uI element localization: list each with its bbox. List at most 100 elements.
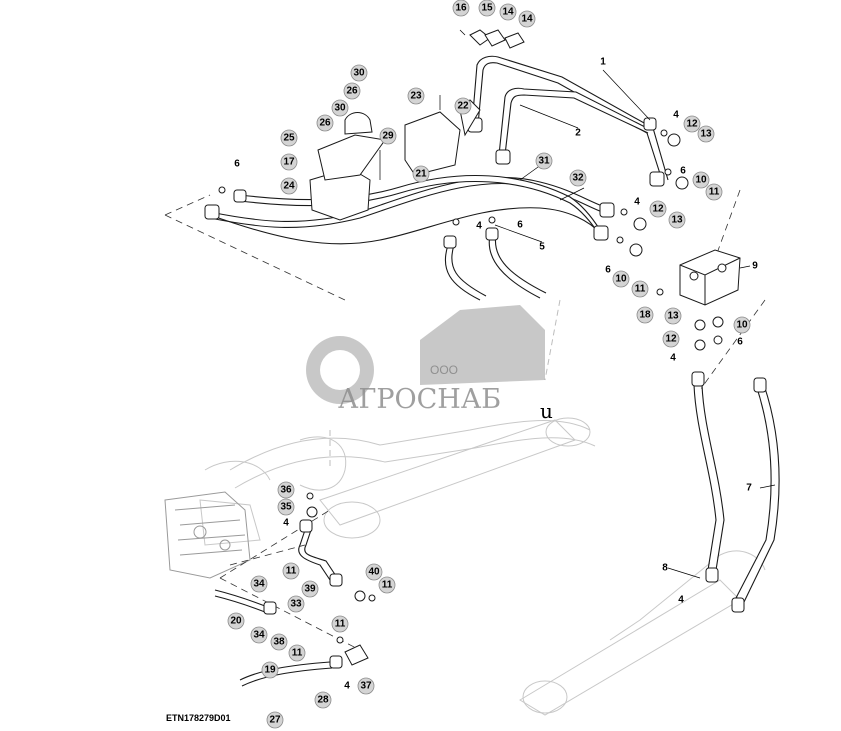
callout-30: 30 (350, 64, 368, 82)
label-4: 4 (670, 353, 676, 364)
callout-10: 10 (692, 171, 710, 189)
callout-label: 13 (671, 215, 683, 226)
callout-label: 36 (280, 485, 292, 496)
callout-label: 12 (686, 119, 698, 130)
callout-label: 24 (283, 181, 295, 192)
callout-label: 15 (481, 3, 493, 14)
callout-label: 19 (264, 665, 276, 676)
callout-17: 17 (280, 153, 298, 171)
callout-label: 11 (635, 284, 646, 295)
label-6: 6 (680, 166, 686, 177)
callout-label: 40 (368, 567, 380, 578)
lower-hoses (214, 519, 369, 687)
callout-label: 14 (521, 14, 533, 25)
hose-fitting (599, 202, 615, 218)
callout-12: 12 (649, 200, 667, 218)
callout-26: 26 (343, 82, 361, 100)
label-6: 6 (517, 220, 523, 231)
callout-20: 20 (227, 612, 245, 630)
steel-pipe-2 (495, 87, 665, 187)
callout-40: 40 (365, 563, 383, 581)
callout-label: 31 (538, 156, 550, 167)
callout-label: 34 (253, 630, 265, 641)
callout-11: 11 (631, 280, 649, 298)
manifold-block-9 (679, 249, 741, 306)
callout-label: 11 (382, 580, 393, 591)
label-4: 4 (283, 518, 289, 529)
label-7: 7 (746, 483, 752, 494)
callout-14: 14 (518, 10, 536, 28)
callout-11: 11 (331, 615, 349, 633)
callout-13: 13 (664, 307, 682, 325)
callout-33: 33 (287, 595, 305, 613)
clamp-brackets (309, 29, 525, 221)
callout-36: 36 (277, 481, 295, 499)
callout-label: 39 (304, 584, 316, 595)
hose-32 (209, 174, 603, 245)
callout-label: 13 (700, 129, 712, 140)
callout-11: 11 (705, 183, 723, 201)
watermark-company: АГРОСНАБ (338, 384, 501, 415)
callout-10: 10 (733, 316, 751, 334)
callout-13: 13 (668, 211, 686, 229)
callout-label: 34 (253, 579, 265, 590)
callout-label: 30 (334, 103, 346, 114)
hose-7 (691, 371, 780, 613)
label-4: 4 (344, 681, 350, 692)
callout-18: 18 (636, 306, 654, 324)
label-2: 2 (575, 128, 581, 139)
callout-15: 15 (478, 0, 496, 17)
callout-11: 11 (282, 562, 300, 580)
callout-34: 34 (250, 575, 268, 593)
callout-label: 27 (269, 715, 281, 726)
callout-label: 26 (319, 118, 331, 129)
callout-11: 11 (378, 576, 396, 594)
figure-code: ETN178279D01 (166, 713, 231, 723)
callout-14: 14 (499, 3, 517, 21)
watermark-prefix: ООО (430, 363, 458, 377)
label-8: 8 (662, 563, 668, 574)
plain-labels: 1 2 4 6 6 4 6 5 4 6 9 6 4 7 8 4 4 4 (234, 57, 758, 692)
callout-label: 32 (572, 173, 584, 184)
callout-label: 10 (695, 175, 707, 186)
callout-label: 26 (346, 86, 358, 97)
callout-label: 11 (335, 619, 346, 630)
callout-35: 35 (277, 498, 295, 516)
callout-11: 11 (288, 644, 306, 662)
callout-37: 37 (357, 677, 375, 695)
callout-label: 22 (457, 101, 469, 112)
callout-24: 24 (280, 177, 298, 195)
part-callouts: 16 15 14 14 30 26 30 26 2 5 17 24 23 22 2… (227, 0, 751, 729)
callout-label: 16 (455, 3, 467, 14)
label-5: 5 (539, 242, 545, 253)
callout-label: 18 (639, 310, 651, 321)
hose-fitting (233, 189, 247, 203)
callout-27: 27 (266, 711, 284, 729)
callout-label: 10 (615, 274, 627, 285)
callout-21: 21 (412, 165, 430, 183)
label-4: 4 (476, 221, 482, 232)
callout-label: 37 (360, 681, 372, 692)
hose-fitting (593, 225, 609, 241)
callout-label: 11 (709, 187, 720, 198)
control-valve-block (164, 491, 251, 579)
callout-31: 31 (535, 152, 553, 170)
callout-label: 10 (736, 320, 748, 331)
callout-label: 11 (292, 648, 303, 659)
label-9: 9 (752, 261, 758, 272)
callout-38: 38 (270, 633, 288, 651)
callout-label: 28 (317, 695, 329, 706)
callout-28: 28 (314, 691, 332, 709)
callout-26: 26 (316, 114, 334, 132)
watermark-suffix: u (540, 399, 553, 423)
callout-23: 23 (407, 87, 425, 105)
callout-label: 29 (382, 131, 394, 142)
callout-12: 12 (662, 330, 680, 348)
callout-19: 19 (261, 661, 279, 679)
steel-pipe-1 (467, 55, 669, 181)
hose-5 (443, 227, 547, 301)
callout-label: 21 (415, 169, 427, 180)
fittings (218, 129, 724, 644)
callout-10: 10 (612, 270, 630, 288)
callout-39: 39 (301, 580, 319, 598)
